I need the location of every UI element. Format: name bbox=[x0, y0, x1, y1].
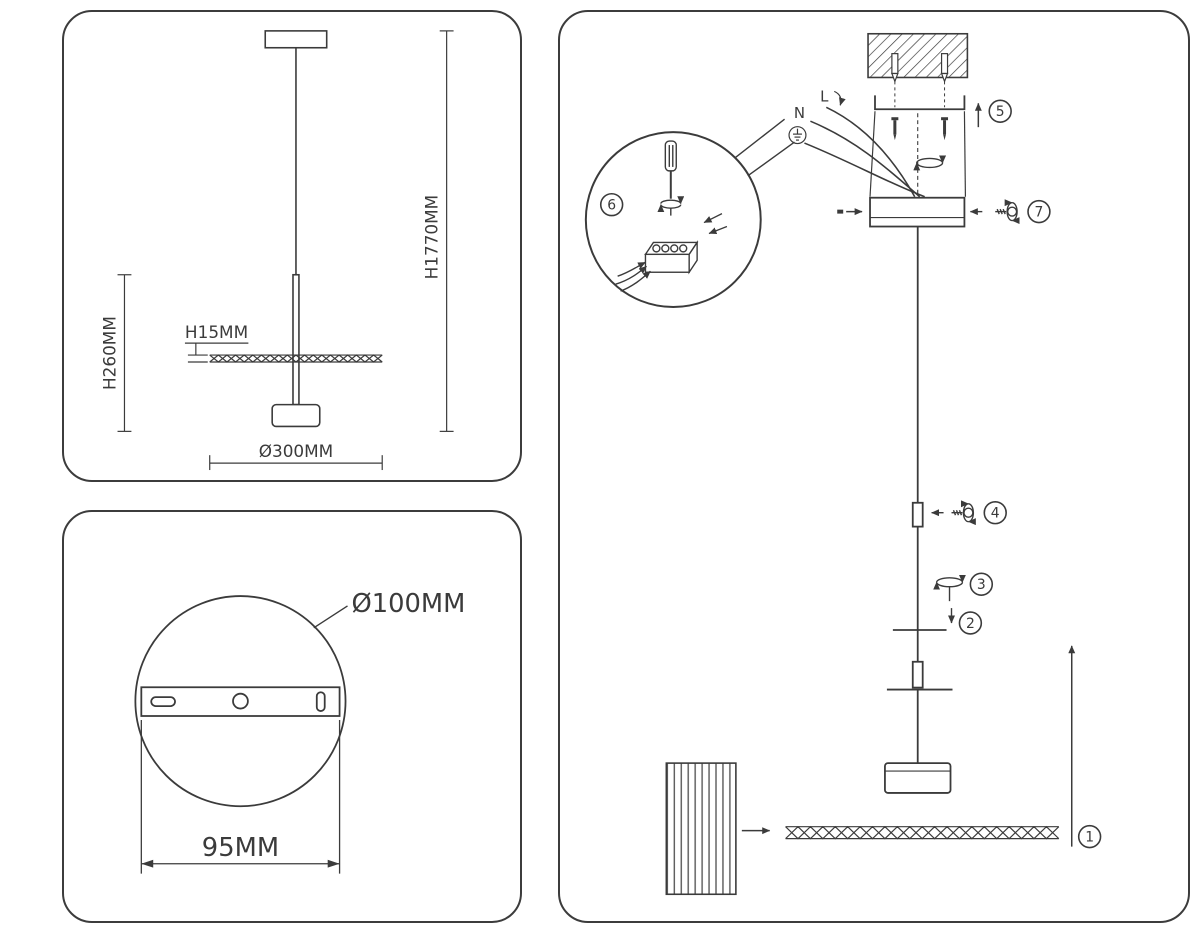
screwdriver-icon bbox=[657, 140, 685, 216]
canopy-circle bbox=[134, 595, 347, 808]
align-guide-right bbox=[963, 111, 967, 197]
dimension-stem-height bbox=[117, 274, 132, 432]
align-guide-left bbox=[869, 111, 876, 197]
screw-slot bbox=[315, 691, 326, 712]
ground-symbol bbox=[788, 126, 807, 145]
canopy-body bbox=[869, 196, 966, 228]
step4-badge: 4 bbox=[983, 500, 1007, 525]
dim-arrow-left bbox=[141, 859, 154, 868]
live-wire-arrow bbox=[833, 90, 846, 106]
canopy-top-view bbox=[134, 595, 347, 808]
screw-turn-icon-7 bbox=[995, 203, 1017, 221]
terminal-block-icon bbox=[644, 240, 699, 275]
lamp-body bbox=[271, 403, 321, 428]
suspension-rod bbox=[884, 226, 953, 794]
step3-number: 3 bbox=[977, 577, 986, 593]
canopy-assembly bbox=[869, 111, 967, 228]
screw-turn-icon-4 bbox=[952, 504, 974, 522]
dimension-shade-thickness bbox=[184, 342, 249, 363]
step1-number: 1 bbox=[1085, 830, 1094, 846]
bracket-screw-right bbox=[941, 117, 949, 141]
step7-number: 7 bbox=[1035, 205, 1044, 221]
step2-badge: 2 bbox=[958, 611, 983, 635]
wiring-detail-callout: 6 bbox=[584, 118, 795, 309]
callout-pointer-top bbox=[734, 118, 785, 159]
stem-rod bbox=[292, 273, 300, 406]
dim-label-shade-diameter: Ø300MM bbox=[259, 441, 333, 461]
dimension-total-height bbox=[439, 30, 454, 432]
step2-number: 2 bbox=[966, 616, 975, 632]
dimension-panel: H1770MM H260MM H15MM Ø300M bbox=[62, 10, 522, 482]
callout-pointer-bottom bbox=[747, 141, 795, 177]
ceiling-screw-left bbox=[891, 53, 899, 84]
step1-badge: 1 bbox=[1077, 824, 1102, 849]
dim-label-total-height: H1770MM bbox=[422, 195, 442, 280]
step7-badge: 7 bbox=[1027, 199, 1051, 224]
ceiling-screw-right bbox=[940, 53, 949, 84]
cable-hole bbox=[232, 692, 249, 710]
dim-label-stem-height: H260MM bbox=[100, 316, 120, 390]
supply-wires bbox=[804, 106, 925, 198]
callout-circle bbox=[584, 131, 762, 309]
dim-label-shade-thickness: H15MM bbox=[185, 322, 248, 342]
step6-badge: 6 bbox=[599, 192, 624, 217]
assembly-drawing: 5 L N bbox=[584, 32, 1102, 896]
canopy-panel: Ø100MM 95MM bbox=[62, 510, 522, 923]
insert-arrows bbox=[703, 213, 728, 235]
assembly-panel: 5 L N bbox=[558, 10, 1190, 923]
lamp-housing bbox=[884, 762, 952, 794]
diffuser-roll bbox=[665, 762, 737, 896]
bracket-screw-left bbox=[891, 117, 899, 141]
diameter-leader-line bbox=[313, 605, 348, 629]
shade-disc bbox=[209, 354, 383, 363]
keyhole-slot bbox=[150, 696, 176, 707]
dimension-drawing: H1770MM H260MM H15MM Ø300M bbox=[100, 30, 454, 471]
step4-number: 4 bbox=[991, 506, 1000, 522]
dimension-shade-diameter bbox=[209, 455, 383, 471]
step3-badge: 3 bbox=[969, 572, 994, 596]
step6-number: 6 bbox=[607, 198, 616, 214]
dimension-mount-width bbox=[140, 719, 341, 874]
step5-badge: 5 bbox=[988, 99, 1012, 123]
shade-disc-flat bbox=[785, 825, 1060, 840]
step5-number: 5 bbox=[996, 104, 1005, 120]
label-live-wire: L bbox=[820, 87, 829, 105]
ceiling bbox=[867, 32, 969, 108]
dim-arrow-right bbox=[327, 859, 340, 868]
rod-coupler bbox=[911, 501, 924, 528]
ceiling-canopy bbox=[264, 30, 328, 49]
canopy-drawing: Ø100MM 95MM bbox=[134, 589, 465, 874]
label-mount-width: 95MM bbox=[202, 833, 279, 863]
label-neutral-wire: N bbox=[794, 104, 805, 122]
set-screw-left bbox=[837, 209, 844, 214]
label-canopy-diameter: Ø100MM bbox=[351, 589, 465, 619]
mount-plate bbox=[140, 686, 341, 717]
pendant-side-view bbox=[209, 30, 383, 428]
rotate-icon-canopy bbox=[917, 158, 943, 167]
lamp-stem-socket bbox=[911, 660, 924, 689]
rotate-icon-3 bbox=[937, 578, 963, 587]
mounting-bracket bbox=[874, 95, 966, 111]
terminal-wires bbox=[615, 261, 651, 292]
